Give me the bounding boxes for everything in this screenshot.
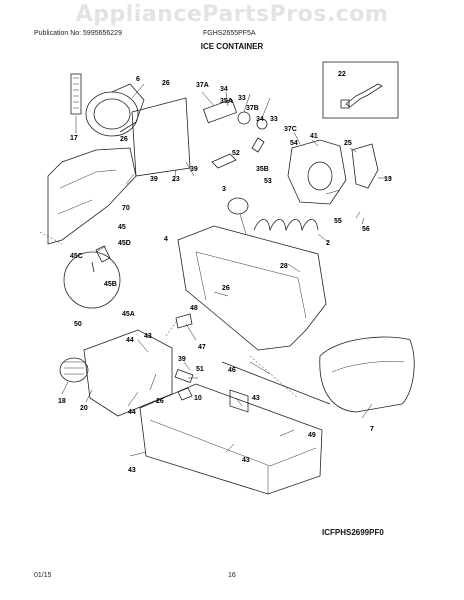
callout: 26 — [222, 285, 230, 292]
callout: 49 — [308, 432, 316, 439]
callout: 35B — [256, 166, 269, 173]
publication-number: Publication No: 5995656229 — [34, 30, 122, 37]
part-51 — [174, 368, 194, 384]
callout: 37B — [246, 105, 259, 112]
callout: 70 — [122, 205, 130, 212]
callout: 7 — [370, 426, 374, 433]
part-13-bracket — [351, 143, 379, 189]
callout: 54 — [290, 140, 298, 147]
callout: 2 — [326, 240, 330, 247]
parts-37-motor-group — [202, 98, 268, 169]
callout: 39 — [178, 356, 186, 363]
callout: 47 — [198, 344, 206, 351]
callout: 17 — [70, 135, 78, 142]
watermark: AppliancePartsPros.com — [75, 2, 389, 27]
part-7-cover — [319, 336, 415, 413]
callout: 45B — [104, 281, 117, 288]
footer-date: 01/15 — [34, 572, 52, 579]
callout: 22 — [338, 71, 346, 78]
diagram-code: ICFPHS2699PF0 — [322, 528, 384, 537]
callout: 43 — [128, 467, 136, 474]
part-10 — [177, 387, 193, 401]
callout: 45D — [118, 240, 131, 247]
part-41-housing — [287, 139, 347, 205]
part-6-wheel — [85, 83, 145, 137]
part-23-plate — [131, 97, 191, 177]
callout: 26 — [120, 136, 128, 143]
callout: 6 — [136, 76, 140, 83]
callout: 23 — [172, 176, 180, 183]
callout: 44 — [126, 337, 134, 344]
callout: 34 — [220, 86, 228, 93]
part-46-rod — [221, 361, 331, 405]
callout: 44 — [128, 409, 136, 416]
callout: 28 — [280, 263, 288, 270]
callout: 34 — [256, 116, 264, 123]
inset-box-22 — [322, 61, 399, 119]
callout: 20 — [80, 405, 88, 412]
part-22-sensor — [340, 83, 383, 109]
callout: 56 — [362, 226, 370, 233]
callout: 39 — [190, 166, 198, 173]
part-17-bar — [70, 73, 82, 115]
callout: 45A — [122, 311, 135, 318]
part-18-motor — [59, 357, 89, 383]
callout: 25 — [344, 140, 352, 147]
model-number: FGHS2655PF5A — [203, 30, 256, 37]
callout: 33 — [270, 116, 278, 123]
callout: 13 — [384, 176, 392, 183]
callout: 53 — [264, 178, 272, 185]
callout: 55 — [334, 218, 342, 225]
callout: 3 — [222, 186, 226, 193]
page-title: ICE CONTAINER — [200, 42, 264, 51]
callout: 45 — [118, 224, 126, 231]
callout: 39 — [150, 176, 158, 183]
callout: 43 — [242, 457, 250, 464]
callout: 35A — [220, 98, 233, 105]
part-70-housing — [47, 147, 137, 245]
callout: 41 — [310, 133, 318, 140]
part-2-spring — [253, 219, 319, 232]
callout: 51 — [196, 366, 204, 373]
callout: 45C — [70, 253, 83, 260]
callout: 48 — [190, 305, 198, 312]
callout: 18 — [58, 398, 66, 405]
callout: 4 — [164, 236, 168, 243]
callout: 50 — [74, 321, 82, 328]
callout: 43 — [252, 395, 260, 402]
footer-page-number: 16 — [228, 572, 236, 579]
callout: 33 — [238, 95, 246, 102]
part-49-tray — [139, 383, 323, 495]
callout: 46 — [228, 367, 236, 374]
part-3-bearing — [227, 197, 249, 215]
callout: 26 — [156, 398, 164, 405]
callout: 26 — [162, 80, 170, 87]
part-43-bracket — [229, 389, 249, 413]
callout: 37A — [196, 82, 209, 89]
callout-numbers: 6 26 17 37A 34 35A 33 37B 26 34 33 37C 4… — [58, 71, 392, 474]
part-48-clip — [175, 313, 193, 329]
callout: 10 — [194, 395, 202, 402]
part-4-ice-bucket — [177, 225, 327, 351]
detail-circle-45 — [63, 251, 121, 309]
callout: 52 — [232, 150, 240, 157]
callout: 43 — [144, 333, 152, 340]
callout: 37C — [284, 126, 297, 133]
